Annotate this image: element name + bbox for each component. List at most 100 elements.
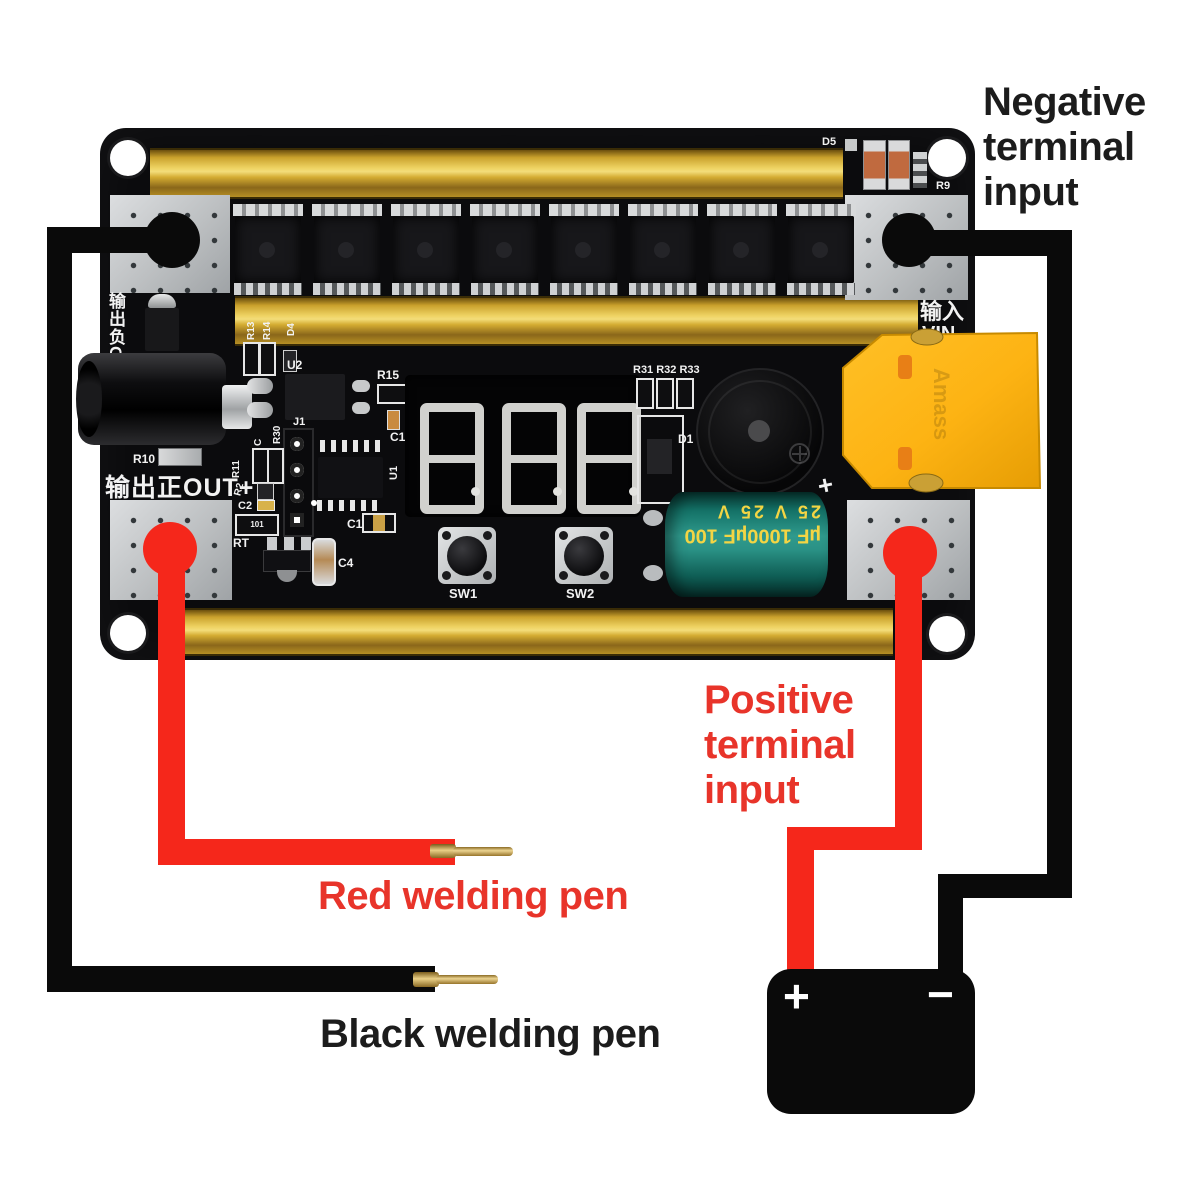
black-pen-tip-base (413, 972, 439, 987)
annotation-line: terminal (704, 723, 856, 767)
black-wire-horizontal-bottom (47, 966, 435, 992)
silk-label-j1: J1 (293, 416, 306, 428)
smd-component (387, 410, 400, 430)
positive-terminal-annotation: Positive terminal input (704, 678, 856, 813)
solder-pad (643, 565, 663, 581)
smd-resistor (913, 152, 927, 188)
silk-vin-line1: 输入 (920, 299, 965, 324)
display-digit (577, 403, 641, 514)
seven-segment-display (405, 375, 641, 517)
smd-101-label: 101 (250, 520, 264, 529)
silk-label-r15: R15 (377, 368, 400, 382)
smd-transistor (145, 308, 179, 351)
battery-minus-label: − (927, 968, 954, 1020)
black-wire-to-battery (938, 874, 963, 974)
display-dot (471, 487, 480, 496)
black-wire-horizontal-right (905, 230, 1072, 256)
u1-pins-top (320, 440, 382, 452)
mosfet (233, 204, 303, 296)
display-dot (553, 487, 562, 496)
silk-label-c4: C4 (338, 556, 354, 570)
negative-terminal-annotation: Negative terminal input (983, 80, 1146, 215)
mosfet (391, 204, 461, 296)
silk-label-r30: R30 (272, 425, 283, 444)
transistor-tab (277, 570, 297, 582)
solder-dot (311, 500, 317, 506)
buzzer-polarity-mark (789, 443, 810, 464)
display-dot (629, 487, 638, 496)
smd-cap (352, 402, 370, 414)
silk-label-d4: D4 (286, 323, 297, 336)
screw-hole (928, 139, 966, 177)
silk-label-c1: C1 (347, 517, 363, 531)
display-digit (502, 403, 566, 514)
silk-label-r9: R9 (936, 180, 951, 192)
silk-label-r14: R14 (262, 321, 273, 340)
u2-ic (285, 374, 345, 420)
capacitor-text-line2: 25 V 25 V (714, 501, 821, 522)
u1-pins-bottom (317, 500, 378, 511)
display-digit (420, 403, 484, 514)
mosfet (628, 204, 698, 296)
electrolytic-capacitor: µF 1000µF 100 25 V 25 V (665, 492, 828, 597)
smd-resistor (257, 500, 275, 511)
silk-label-u1: U1 (388, 465, 400, 480)
smd-cap (352, 380, 370, 392)
smd-component (259, 342, 276, 376)
sw1-button[interactable] (438, 527, 496, 584)
silk-label-u2: U2 (287, 358, 303, 372)
smd-component (243, 342, 260, 376)
silk-label-sw1: SW1 (449, 586, 478, 601)
smd-cap (247, 378, 273, 394)
screw-hole (110, 140, 146, 176)
silk-label-c2: C2 (238, 500, 253, 512)
silk-out-plus: 输出正OUT+ (105, 474, 255, 502)
annotation-line: input (704, 768, 800, 812)
bus-bar-bottom (183, 608, 893, 656)
smd-component (158, 448, 202, 466)
transistor-body (263, 550, 311, 572)
silk-label-r31-r33: R31 R32 R33 (633, 364, 700, 376)
annotation-line: Negative (983, 80, 1146, 124)
buzzer-hole (748, 420, 770, 442)
smd-101: 101 (235, 514, 279, 536)
red-wire-vertical-right (895, 553, 922, 850)
red-wire-horizontal (158, 839, 455, 865)
c4-capacitor (312, 538, 336, 586)
black-wire-vertical-right (1047, 230, 1072, 898)
smd-component (362, 513, 396, 533)
black-wire-solder-joint (144, 212, 200, 268)
xt60-brand-text: Amass (929, 368, 954, 440)
annotation-line: input (983, 170, 1079, 214)
smd-component (283, 350, 297, 372)
silk-label-sw2: SW2 (566, 586, 595, 601)
silk-label-c: C (253, 438, 264, 446)
smd-resistor (888, 140, 910, 190)
black-wire-vertical-left (47, 227, 72, 992)
transistor-legs (284, 537, 294, 550)
smd-cap (247, 402, 273, 418)
sw2-cap[interactable] (564, 535, 604, 576)
red-pen-tip (453, 847, 513, 856)
xt60-connector: Amass (842, 328, 1042, 493)
battery: + − (767, 969, 975, 1114)
led-dome (148, 294, 176, 308)
j1-header (283, 428, 314, 537)
smd-component (676, 378, 694, 409)
mosfet (312, 204, 382, 296)
black-pen-tip (436, 975, 498, 984)
red-wire-jog (787, 827, 922, 850)
mosfet (707, 204, 777, 296)
screw-hole (929, 616, 965, 652)
annotation-line: Positive (704, 678, 854, 722)
sw2-button[interactable] (555, 527, 613, 584)
smd-resistor (863, 140, 886, 190)
bus-bar-middle (235, 296, 918, 346)
transistor-legs (267, 537, 277, 550)
sw1-cap[interactable] (447, 535, 487, 576)
smd-component (267, 448, 284, 484)
smd-component (656, 378, 674, 409)
battery-plus-label: + (783, 970, 810, 1022)
buzzer (696, 368, 824, 496)
